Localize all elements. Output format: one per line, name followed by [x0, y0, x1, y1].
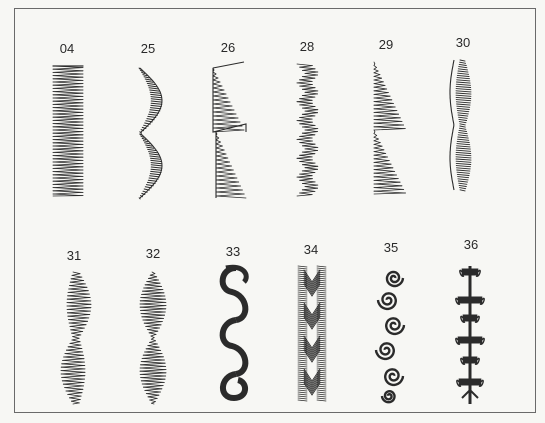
- stitch-04-icon: [53, 66, 83, 196]
- stitch-36-icon: [456, 266, 484, 404]
- stitch-28-icon: [297, 64, 318, 196]
- stitch-30-icon: [450, 60, 471, 191]
- stitch-26-icon: [213, 62, 246, 198]
- stitch-33-icon: [223, 267, 247, 398]
- stitch-35-icon: [376, 272, 404, 402]
- stitch-25-icon: [139, 68, 162, 199]
- stitch-29-icon: [374, 62, 406, 194]
- stitch-32-icon: [140, 272, 166, 404]
- stitch-31-icon: [61, 272, 91, 404]
- stitch-34-icon: [298, 266, 326, 401]
